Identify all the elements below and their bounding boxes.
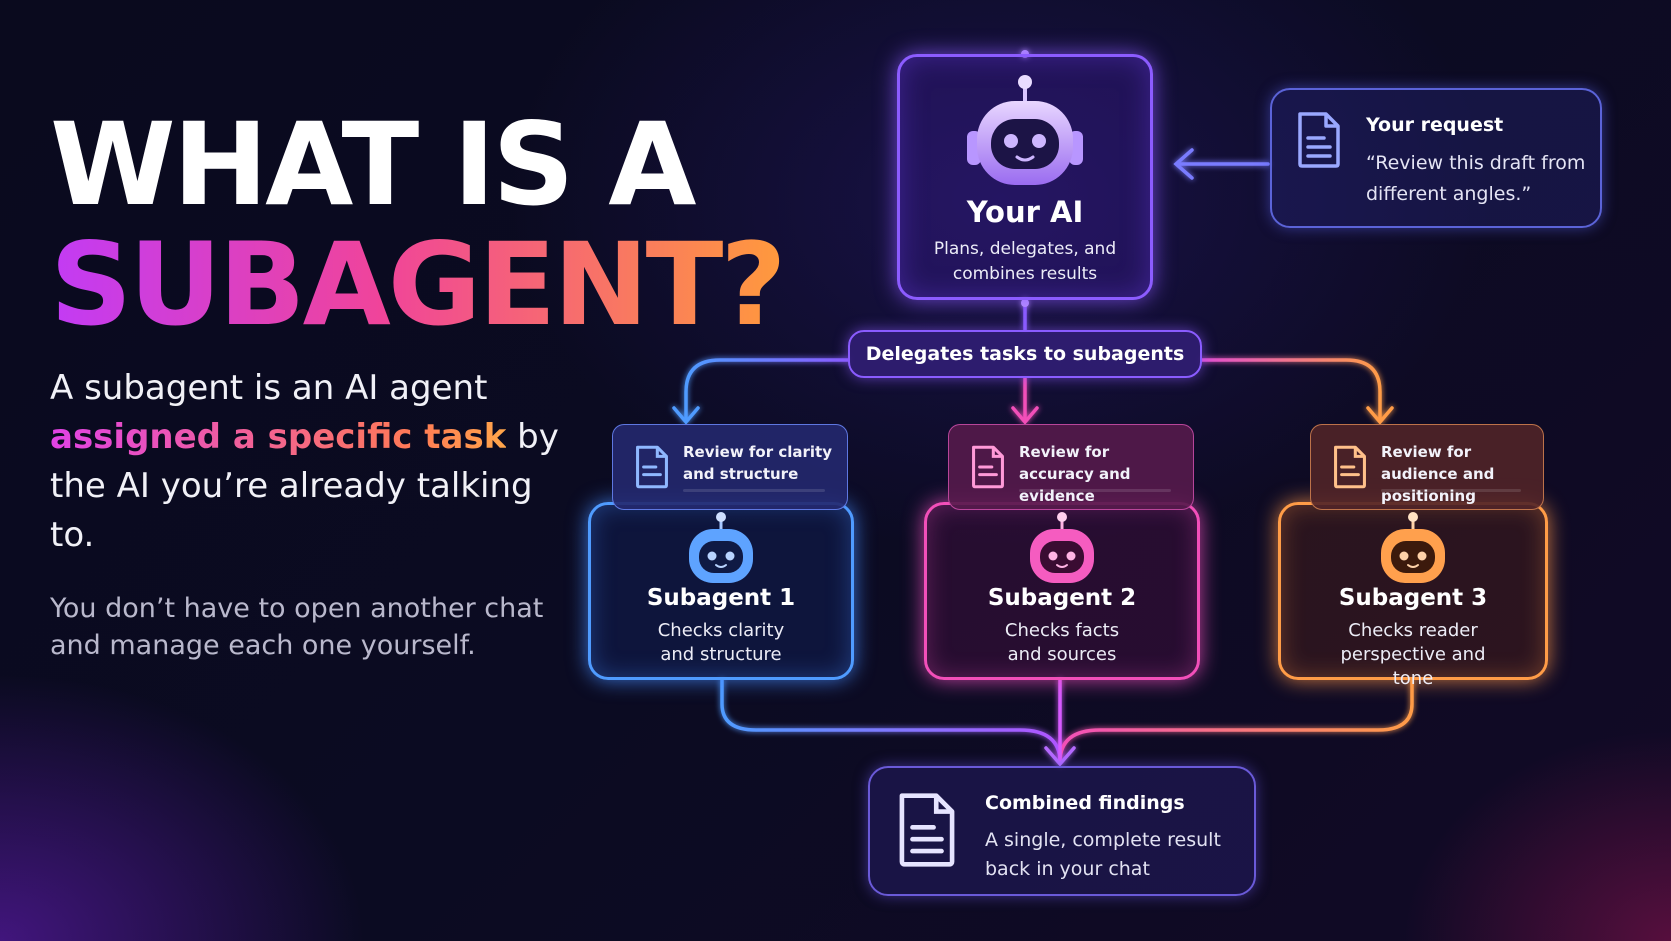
delegate-to-subagent2-arrow — [1011, 406, 1039, 425]
document-icon — [972, 445, 1004, 489]
subagent2-description: Checks facts and sources — [927, 619, 1197, 667]
lead-highlight: assigned a specific task — [50, 417, 507, 457]
delegate-to-subagent3-line — [1200, 358, 1382, 422]
subagent2-description-text: Checks facts and sources — [1004, 620, 1120, 665]
subagent3-name: Subagent 3 — [1338, 585, 1488, 611]
subagent3-card: Subagent 3 Checks reader perspective and… — [1278, 502, 1548, 689]
main-ai-description: Plans, delegates, and combines results — [900, 237, 1150, 287]
subagent3-task-text: Review for audience and positioning — [1381, 443, 1495, 505]
subagent1-name: Subagent 1 — [646, 585, 796, 611]
request-text: “Review this draft from different angles… — [1366, 152, 1586, 205]
robot-icon — [689, 512, 753, 583]
result-title: Combined findings — [985, 792, 1185, 814]
headline-line-2: SUBAGENT? — [50, 218, 787, 351]
headline-line-1: WHAT IS A — [50, 98, 696, 231]
document-icon — [899, 793, 955, 867]
subagent3-description-text: Checks reader perspective and tone — [1340, 620, 1486, 689]
subagent1-description: Checks clarity and structure — [591, 619, 851, 667]
request-card: Your request “Review this draft from dif… — [1270, 88, 1602, 228]
robot-icon — [967, 75, 1083, 185]
subagent1-to-result-line — [720, 678, 1062, 764]
robot-icon — [1381, 512, 1445, 583]
result-arrow — [1044, 746, 1076, 767]
document-icon — [636, 445, 668, 489]
delegate-to-subagent1-arrow — [672, 406, 700, 425]
robot-icon — [1030, 512, 1094, 583]
subtext: You don’t have to open another chat and … — [50, 593, 544, 661]
subagent2-task-text: Review for accuracy and evidence — [1019, 443, 1131, 505]
delegate-to-subagent3-arrow — [1366, 406, 1394, 425]
lead-paragraph: A subagent is an AI agent assigned a spe… — [50, 364, 570, 560]
subagent2-task-card: Review for accuracy and evidence — [948, 424, 1194, 510]
subagent3-task-divider — [1381, 489, 1521, 492]
subagent1-description-text: Checks clarity and structure — [657, 620, 785, 665]
request-arrow-head — [1173, 148, 1194, 180]
subagent3-task-card: Review for audience and positioning — [1310, 424, 1544, 510]
subagent3-to-result-line — [1058, 678, 1414, 764]
document-icon — [1298, 112, 1340, 168]
delegate-to-subagent1-line — [684, 358, 850, 422]
document-icon — [1334, 445, 1366, 489]
headline: WHAT IS A SUBAGENT? — [50, 98, 787, 351]
subagent2-card: Subagent 2 Checks facts and sources — [924, 502, 1200, 680]
subagent1-card: Subagent 1 Checks clarity and structure — [588, 502, 854, 680]
subagent1-task-text: Review for clarity and structure — [683, 443, 832, 483]
subagent3-description: Checks reader perspective and tone — [1281, 619, 1545, 691]
lead-part-2: by the AI you’re already talking to. — [50, 417, 559, 555]
subagent1-task-divider — [683, 489, 825, 492]
request-title: Your request — [1366, 114, 1504, 136]
main-ai-card: Your AI Plans, delegates, and combines r… — [897, 54, 1153, 300]
main-ai-title: Your AI — [966, 195, 1084, 229]
subagent2-task-divider — [1019, 489, 1171, 492]
main-ai-description-text: Plans, delegates, and combines results — [933, 239, 1117, 284]
subagent2-name: Subagent 2 — [987, 585, 1137, 611]
result-text: A single, complete result back in your c… — [985, 829, 1221, 880]
subagent1-task-card: Review for clarity and structure — [612, 424, 848, 510]
delegate-label: Delegates tasks to subagents — [848, 330, 1202, 378]
lead-part-1: A subagent is an AI agent — [50, 368, 488, 408]
result-card: Combined findings A single, complete res… — [868, 766, 1256, 896]
